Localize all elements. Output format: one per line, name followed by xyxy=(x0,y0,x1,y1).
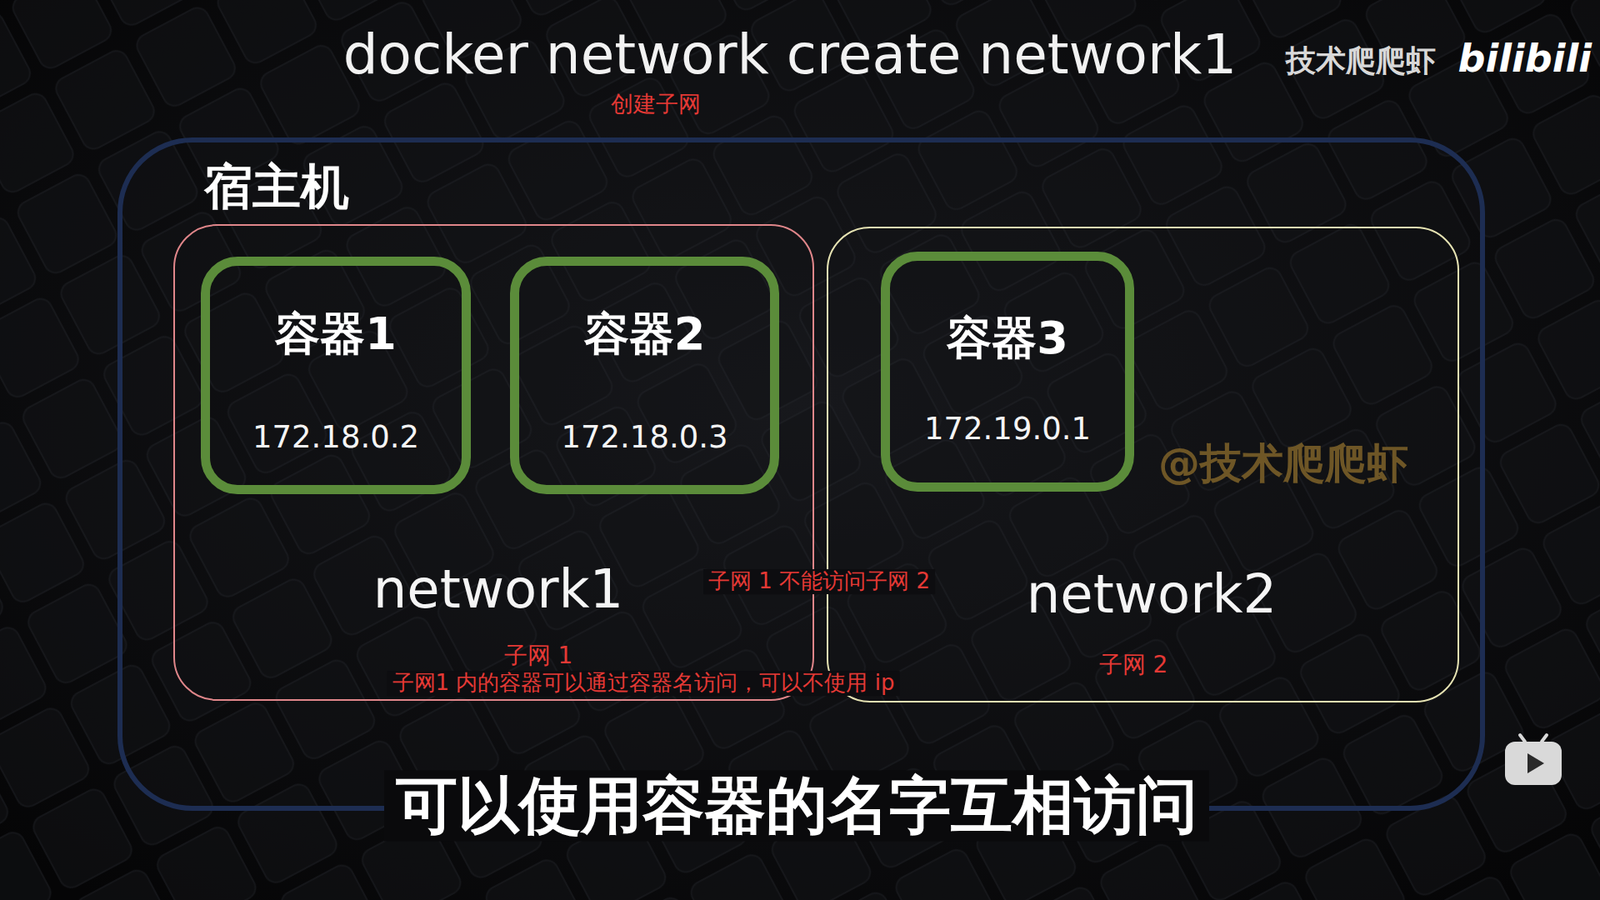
ip-address: 172.18.0.2 xyxy=(252,420,420,456)
ip-address: 172.18.0.3 xyxy=(560,420,728,456)
watermark: @技术爬爬虾 xyxy=(1158,440,1409,489)
play-icon xyxy=(1505,735,1562,785)
isolation-note: 子网 1 不能访问子网 2 xyxy=(703,569,935,595)
subnet-note: 子网 1 xyxy=(504,642,574,670)
ip-address: 172.19.0.1 xyxy=(924,411,1091,448)
container-box: 容器3 172.19.0.1 xyxy=(880,251,1135,492)
title: docker network create network1 xyxy=(343,23,1238,87)
host-label: 宿主机 xyxy=(204,159,350,215)
container-name: 容器2 xyxy=(584,308,706,360)
container-name: 容器3 xyxy=(946,312,1069,365)
command-note: 创建子网 xyxy=(610,90,701,117)
container-box: 容器1 172.18.0.2 xyxy=(200,256,471,495)
subnet-note: 子网 2 xyxy=(1099,651,1169,679)
channel-watermark: 技术爬爬虾 xyxy=(1285,43,1436,78)
site-logo: bilibili xyxy=(1458,36,1592,81)
caption: 可以使用容器的名字互相访问 xyxy=(384,770,1210,841)
container-box: 容器2 172.18.0.3 xyxy=(510,256,780,495)
subnet-region: network1 子网 1 容器1 172.18.0.2 容器2 172.18.0.3 xyxy=(173,224,815,701)
dns-note: 子网1 内的容器可以通过容器名访问，可以不使用 ip xyxy=(387,670,900,696)
network-name: network2 xyxy=(1026,564,1278,626)
container-name: 容器1 xyxy=(275,308,397,360)
network-name: network1 xyxy=(373,559,625,621)
